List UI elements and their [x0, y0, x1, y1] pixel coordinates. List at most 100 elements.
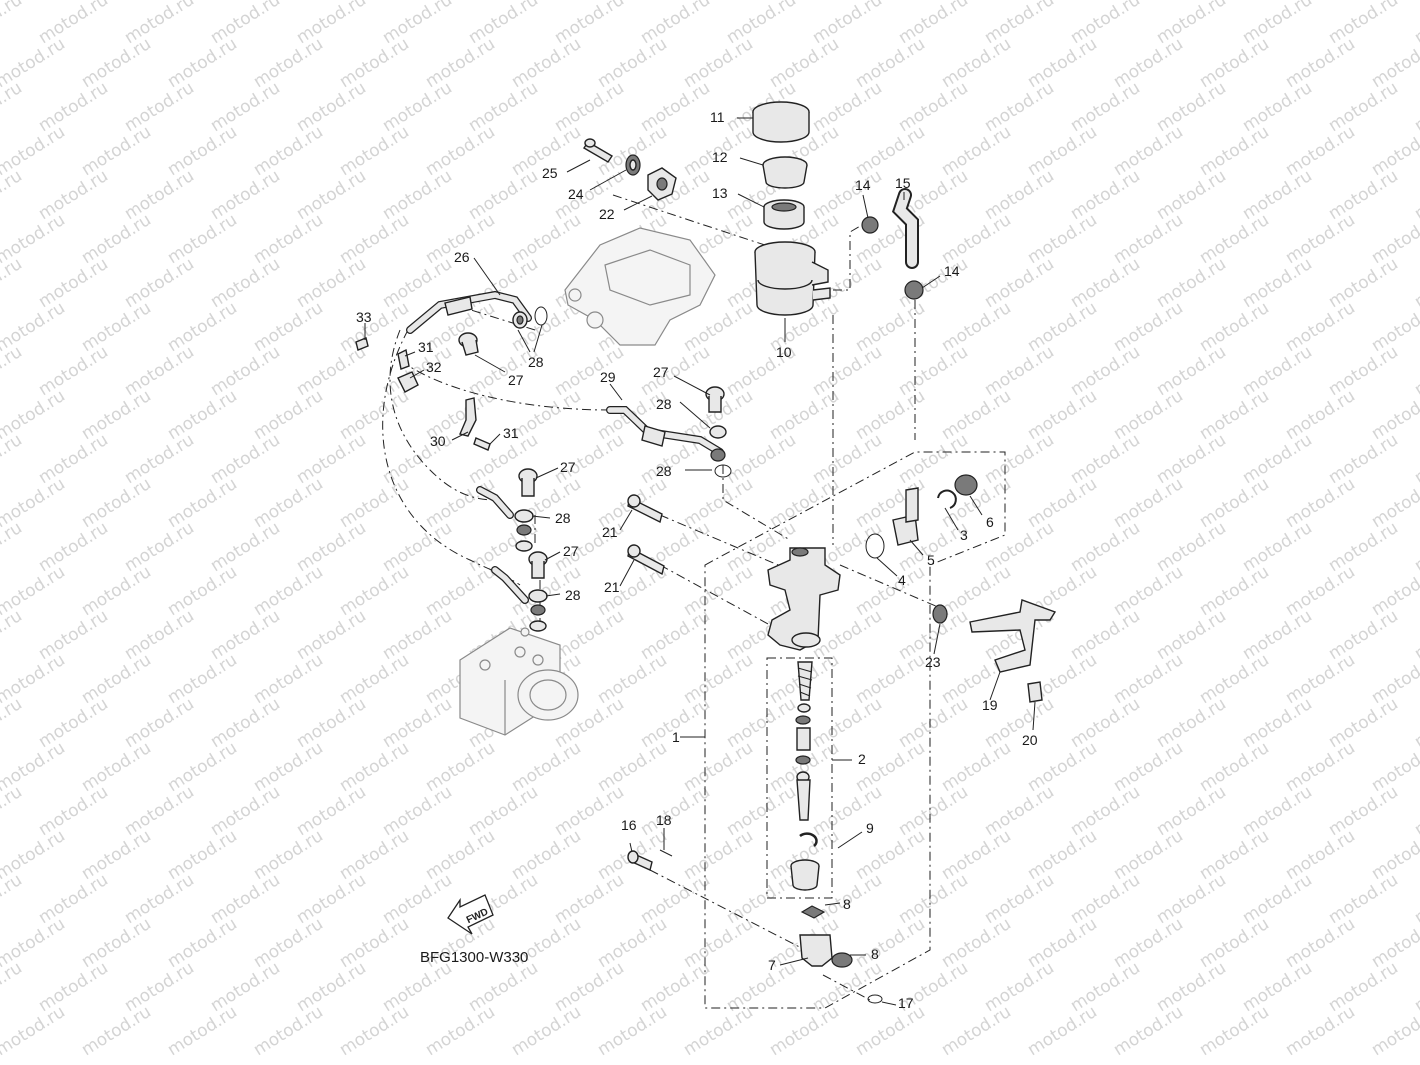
- watermark-text: motod.ru: [1282, 386, 1359, 444]
- master-cylinder-body: [767, 547, 841, 651]
- watermark-text: motod.ru: [250, 34, 327, 92]
- watermark-text: motod.ru: [981, 958, 1058, 1016]
- banjo-bolt: [528, 551, 548, 579]
- clamp-32: [397, 371, 419, 393]
- watermark-text: motod.ru: [1282, 738, 1359, 796]
- watermark-text: motod.ru: [0, 254, 26, 312]
- watermark-text: motod.ru: [250, 1002, 327, 1060]
- watermark-text: motod.ru: [723, 782, 800, 840]
- watermark-text: motod.ru: [551, 166, 628, 224]
- push-rod: [796, 779, 811, 821]
- watermark-text: motod.ru: [637, 78, 714, 136]
- watermark-text: motod.ru: [1411, 782, 1420, 840]
- watermark-text: motod.ru: [0, 1002, 69, 1060]
- watermark-text: motod.ru: [465, 78, 542, 136]
- watermark-text: motod.ru: [1196, 210, 1273, 268]
- watermark-text: motod.ru: [809, 166, 886, 224]
- part-label: 27: [560, 459, 576, 475]
- watermark-text: motod.ru: [1411, 254, 1420, 312]
- watermark-text: motod.ru: [207, 870, 284, 928]
- watermark-text: motod.ru: [336, 650, 413, 708]
- watermark-text: motod.ru: [508, 826, 585, 884]
- watermark-text: motod.ru: [938, 210, 1015, 268]
- banjo-bolt: [705, 386, 725, 413]
- watermark-text: motod.ru: [1024, 298, 1101, 356]
- watermark-text: motod.ru: [293, 342, 370, 400]
- watermark-text: motod.ru: [1024, 34, 1101, 92]
- watermark-text: motod.ru: [1325, 254, 1402, 312]
- watermark-text: motod.ru: [379, 958, 456, 1016]
- watermark-text: motod.ru: [1153, 430, 1230, 488]
- part-label: 29: [600, 369, 616, 385]
- watermark-text: motod.ru: [422, 738, 499, 796]
- watermark-text: motod.ru: [1153, 958, 1230, 1016]
- watermark-text: motod.ru: [1024, 1002, 1101, 1060]
- watermark-text: motod.ru: [766, 34, 843, 92]
- piston-kit-box: [766, 657, 833, 899]
- watermark-text: motod.ru: [981, 166, 1058, 224]
- watermark-text: motod.ru: [981, 342, 1058, 400]
- watermark-text: motod.ru: [551, 958, 628, 1016]
- part-labels: 1 2 3 4 5 6 7 8 8 9 10 11 12 13 14 14 15…: [356, 109, 1038, 1011]
- watermark-text: motod.ru: [852, 298, 929, 356]
- watermark-text: motod.ru: [852, 738, 929, 796]
- watermark-text: motod.ru: [809, 694, 886, 752]
- watermark-text: motod.ru: [293, 694, 370, 752]
- watermark-text: motod.ru: [250, 386, 327, 444]
- watermark-text: motod.ru: [1411, 78, 1420, 136]
- watermark-text: motod.ru: [336, 34, 413, 92]
- watermark-text: motod.ru: [938, 738, 1015, 796]
- watermark-text: motod.ru: [1239, 78, 1316, 136]
- watermark-text: motod.ru: [1239, 430, 1316, 488]
- watermark-text: motod.ru: [379, 78, 456, 136]
- bracket-group: [932, 599, 1057, 703]
- watermark-text: motod.ru: [723, 694, 800, 752]
- watermark-text: motod.ru: [336, 914, 413, 972]
- watermark-text: motod.ru: [422, 1002, 499, 1060]
- watermark-text: motod.ru: [551, 782, 628, 840]
- part-label: 28: [555, 510, 571, 526]
- watermark-text: motod.ru: [680, 650, 757, 708]
- watermark-text: motod.ru: [1110, 914, 1187, 972]
- part-label: 21: [602, 524, 618, 540]
- bolt-31-upper: [397, 348, 410, 370]
- watermark-text: motod.ru: [1024, 122, 1101, 180]
- watermark-text: motod.ru: [1067, 606, 1144, 664]
- banjo-bolt: [518, 468, 538, 497]
- watermark-text: motod.ru: [121, 518, 198, 576]
- watermark-text: motod.ru: [1067, 518, 1144, 576]
- watermark-text: motod.ru: [938, 914, 1015, 972]
- hose-clamp-upper: [861, 216, 879, 234]
- watermark-text: motod.ru: [78, 914, 155, 972]
- watermark-text: motod.ru: [1110, 562, 1187, 620]
- watermark-text: motod.ru: [35, 430, 112, 488]
- watermark-text: motod.ru: [1239, 870, 1316, 928]
- watermark-text: motod.ru: [938, 122, 1015, 180]
- watermark-text: motod.ru: [293, 870, 370, 928]
- part-label: 4: [898, 572, 906, 588]
- watermark-text: motod.ru: [250, 210, 327, 268]
- watermark-text: motod.ru: [1325, 606, 1402, 664]
- watermark-text: motod.ru: [809, 430, 886, 488]
- watermark-text: motod.ru: [336, 474, 413, 532]
- watermark-text: motod.ru: [379, 694, 456, 752]
- watermark-text: motod.ru: [594, 914, 671, 972]
- watermark-text: motod.ru: [1196, 1002, 1273, 1060]
- watermark-text: motod.ru: [1411, 518, 1420, 576]
- leader-lines: [364, 117, 1036, 1006]
- watermark-text: motod.ru: [121, 606, 198, 664]
- part-label: 31: [418, 339, 434, 355]
- watermark-text: motod.ru: [78, 562, 155, 620]
- watermark-text: motod.ru: [1282, 298, 1359, 356]
- watermark-text: motod.ru: [164, 474, 241, 532]
- watermark-text: motod.ru: [1110, 210, 1187, 268]
- watermark-text: motod.ru: [0, 0, 26, 48]
- watermark-text: motod.ru: [207, 958, 284, 1016]
- watermark-text: motod.ru: [723, 430, 800, 488]
- part-label: 15: [895, 175, 911, 191]
- reservoir-parts: [752, 101, 831, 316]
- watermark-text: motod.ru: [1282, 474, 1359, 532]
- watermark-text: motod.ru: [1067, 254, 1144, 312]
- watermark-text: motod.ru: [1325, 166, 1402, 224]
